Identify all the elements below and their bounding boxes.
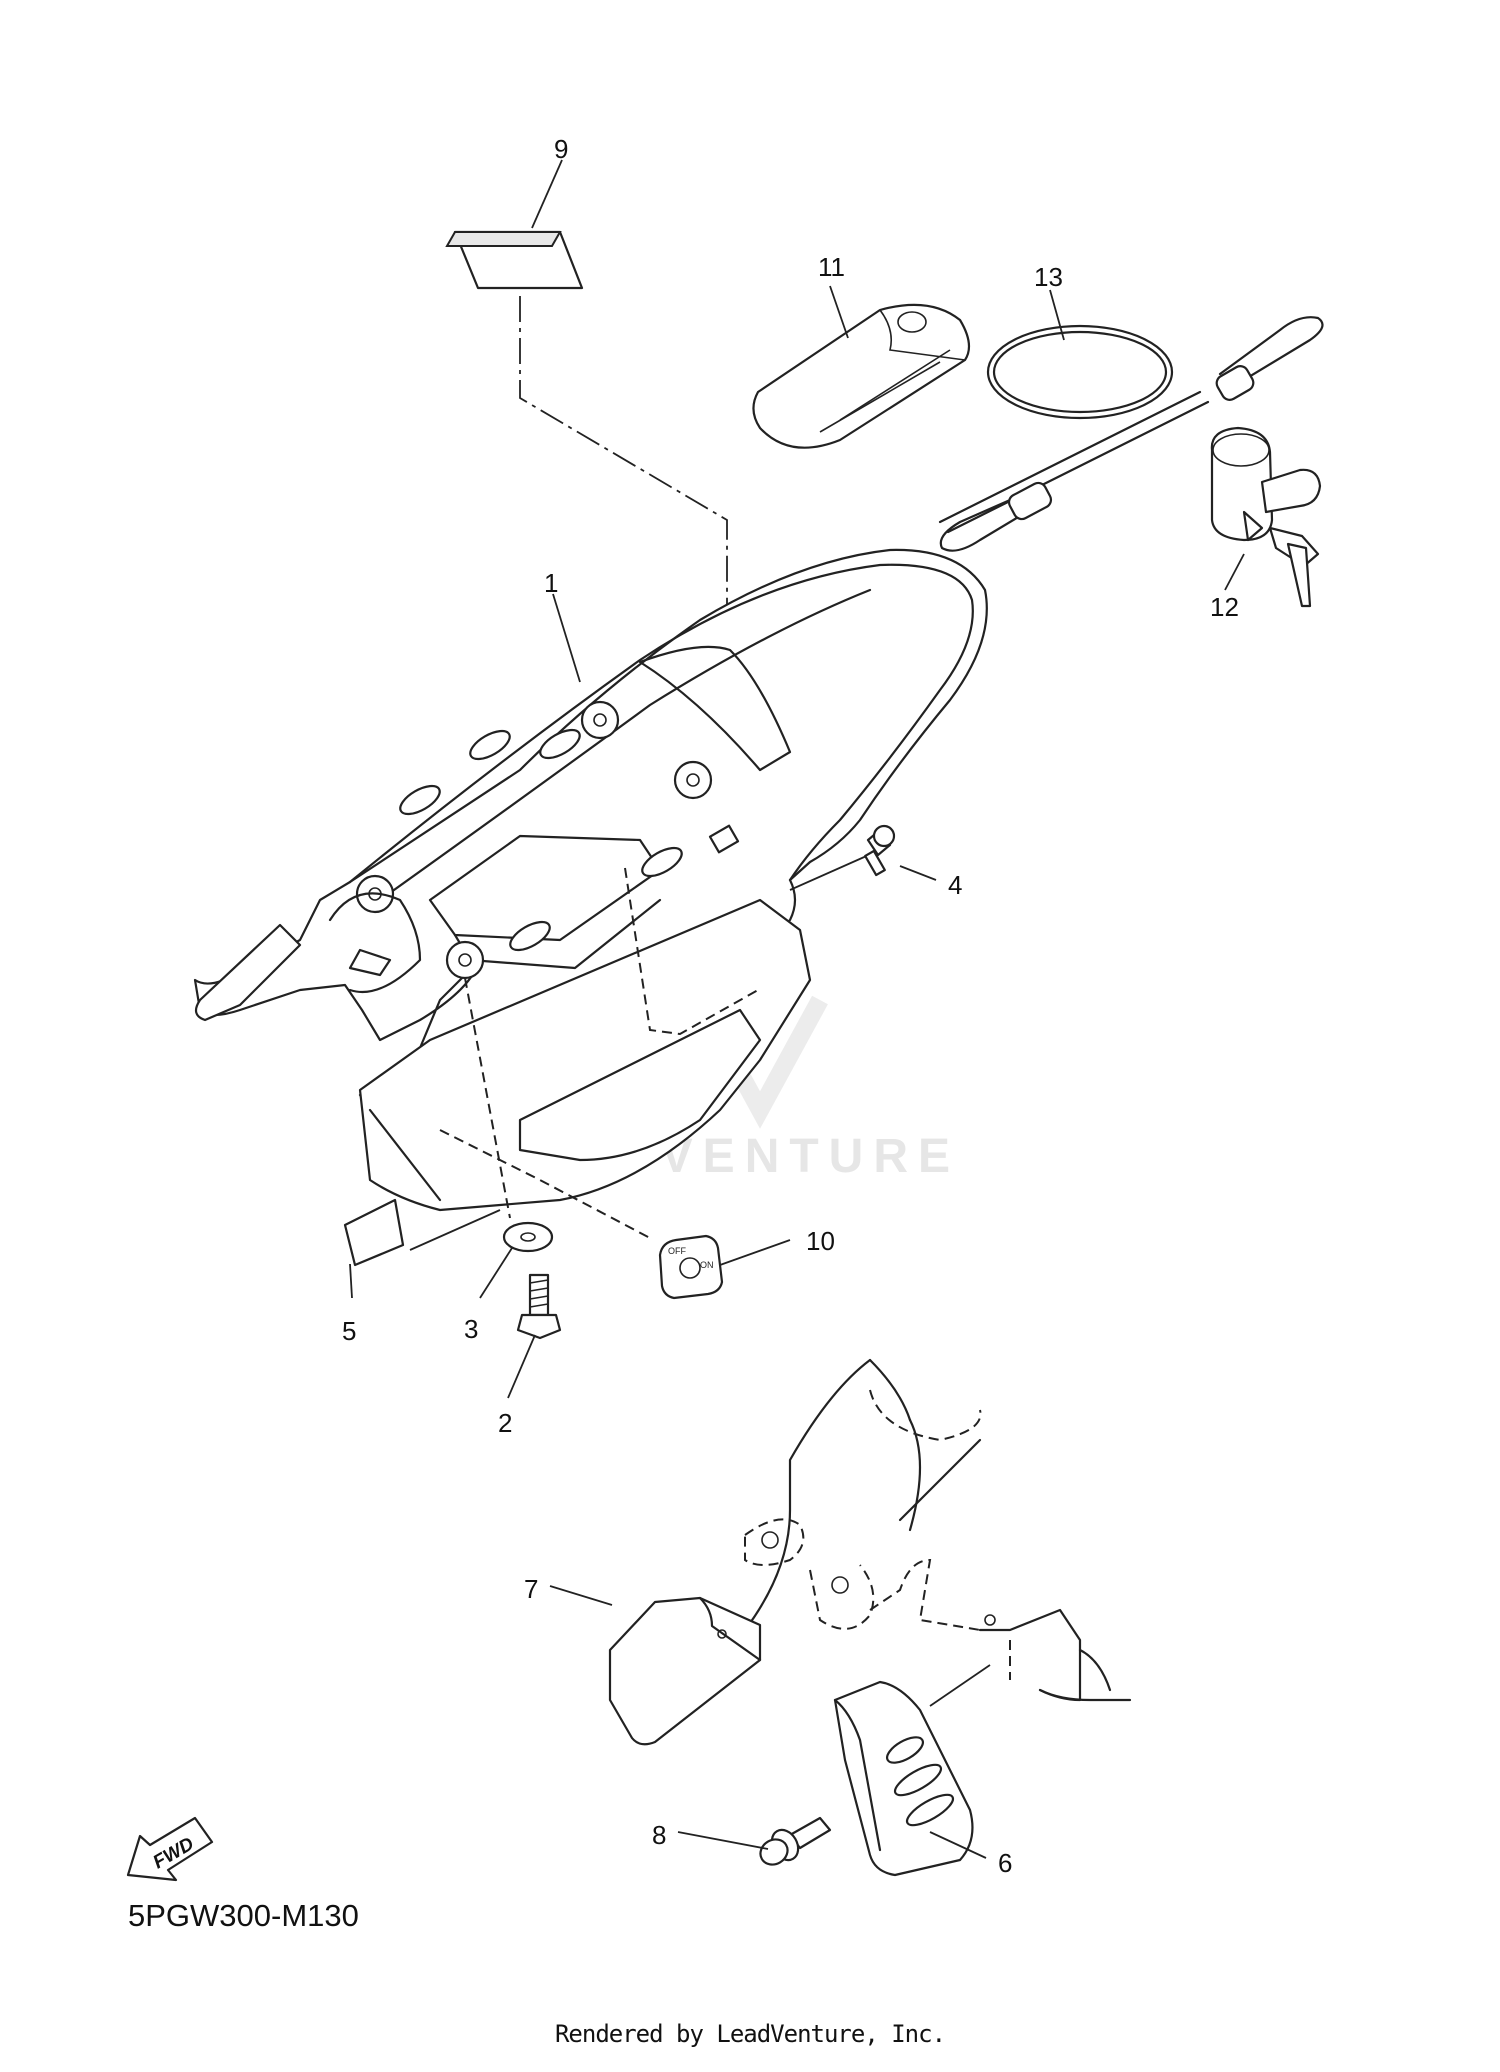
callout-11: 11 [818,252,845,282]
part-6-side-guard [833,1680,974,1877]
frame-context [743,1358,1132,1702]
part-5-reflector [343,1198,405,1267]
callout-12: 12 [1210,592,1239,622]
fwd-arrow-icon: FWD [126,1816,214,1882]
drawing-code: 5PGW300-M130 [128,1898,359,1933]
callout-10: 10 [806,1226,835,1256]
callout-3: 3 [464,1314,478,1344]
callout-labels: 9 11 13 12 1 4 5 3 2 10 7 8 6 [342,134,1239,1878]
part-9-label [445,230,584,290]
part-3-washer [502,1221,554,1253]
callout-4: 4 [948,870,962,900]
callout-7: 7 [524,1574,538,1604]
part-1-rear-fender [193,548,988,1212]
part-2-bolt [516,1273,562,1340]
part-10-keyplate: OFF ON [658,1234,724,1300]
keyplate-off-text: OFF [668,1246,686,1256]
callout-6: 6 [998,1848,1012,1878]
part-11-tool-pouch [752,303,971,449]
callout-5: 5 [342,1316,356,1346]
part-12-lock [1210,426,1322,608]
part-8-bolt [759,1816,832,1866]
part-7-guard [608,1596,762,1746]
callout-8: 8 [652,1820,666,1850]
callout-leaders [349,159,1245,1859]
callout-1: 1 [544,568,558,598]
callout-13: 13 [1034,262,1063,292]
part-13-cable [938,316,1324,552]
render-credit: Rendered by LeadVenture, Inc. [554,2020,946,2048]
callout-9: 9 [554,134,568,164]
part-4-screw [864,824,896,877]
keyplate-on-text: ON [700,1260,714,1270]
callout-2: 2 [498,1408,512,1438]
